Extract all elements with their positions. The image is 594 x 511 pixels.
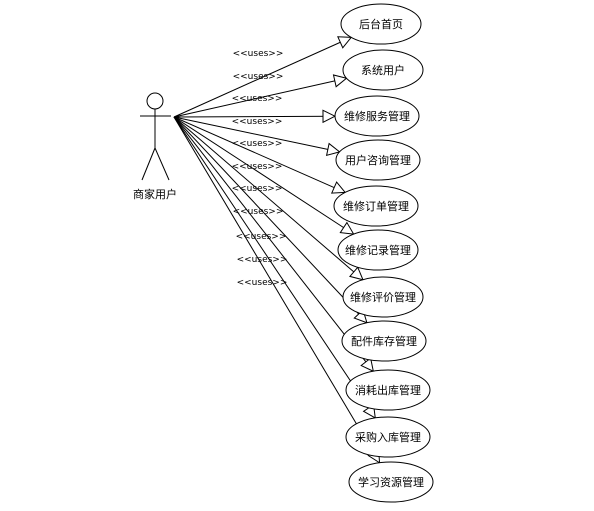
arrowhead bbox=[349, 266, 364, 281]
actor-label: 商家用户 bbox=[133, 187, 177, 201]
association-line bbox=[173, 116, 340, 153]
use-case-label: 采购入库管理 bbox=[355, 430, 421, 444]
use-case-ellipse bbox=[334, 95, 420, 137]
use-case-label: 维修订单管理 bbox=[343, 199, 409, 213]
association-line bbox=[173, 116, 354, 235]
use-case-label: 维修评价管理 bbox=[350, 290, 416, 304]
uses-label: <<uses>> bbox=[232, 184, 283, 194]
use-case-label: 维修记录管理 bbox=[345, 243, 411, 257]
uses-label: <<uses>> bbox=[232, 139, 283, 149]
uses-label: <<uses>> bbox=[232, 94, 283, 104]
uses-label: <<uses>> bbox=[237, 278, 288, 288]
association-line bbox=[173, 116, 364, 281]
use-case-label: 后台首页 bbox=[359, 17, 403, 31]
association-line bbox=[173, 116, 380, 464]
use-case-ellipses: 后台首页系统用户维修服务管理用户咨询管理维修订单管理维修记录管理维修评价管理配件… bbox=[333, 3, 434, 503]
association-line bbox=[173, 116, 346, 193]
use-case-label: 维修服务管理 bbox=[344, 109, 410, 123]
arrowhead bbox=[360, 357, 375, 373]
arrowhead bbox=[337, 36, 353, 49]
association-line bbox=[173, 115, 336, 118]
uses-label: <<uses>> bbox=[233, 72, 284, 82]
association-line bbox=[173, 36, 352, 118]
use-case-label: 学习资源管理 bbox=[358, 475, 424, 489]
arrowhead bbox=[330, 181, 347, 194]
use-case-ellipse bbox=[333, 185, 419, 227]
uses-label: <<uses>> bbox=[232, 162, 283, 172]
actor-head bbox=[146, 92, 164, 110]
use-case-label: 用户咨询管理 bbox=[345, 153, 411, 167]
association-lines bbox=[173, 36, 381, 464]
use-case-label: 系统用户 bbox=[361, 63, 405, 77]
actor-left-leg bbox=[141, 147, 156, 181]
use-case-ellipse bbox=[345, 416, 431, 458]
use-case-label: 消耗出库管理 bbox=[355, 383, 421, 397]
use-case-ellipse bbox=[335, 139, 421, 181]
use-case-ellipse bbox=[342, 276, 424, 318]
use-case-ellipse bbox=[340, 3, 422, 45]
actor-figure: 商家用户 bbox=[133, 92, 177, 201]
uses-label: <<uses>> bbox=[232, 117, 283, 127]
uses-label: <<uses>> bbox=[233, 207, 284, 217]
uses-labels: <<uses>> <<uses>> <<uses>> <<uses>> <<uses>>… bbox=[232, 49, 288, 288]
use-case-ellipse bbox=[345, 369, 431, 411]
uses-label: <<uses>> bbox=[236, 232, 287, 242]
association-line bbox=[173, 116, 368, 324]
arrowhead bbox=[322, 109, 337, 124]
use-case-ellipse bbox=[342, 49, 424, 91]
arrowhead bbox=[325, 142, 341, 156]
association-line bbox=[173, 116, 374, 372]
uses-label: <<uses>> bbox=[233, 49, 284, 59]
association-line bbox=[173, 77, 347, 118]
uses-label: <<uses>> bbox=[237, 255, 288, 265]
use-case-ellipse bbox=[341, 320, 427, 362]
actor-right-leg bbox=[154, 147, 170, 181]
association-line bbox=[173, 116, 376, 419]
arrowhead bbox=[332, 74, 348, 88]
arrowhead bbox=[339, 221, 355, 235]
use-case-ellipse bbox=[337, 229, 419, 271]
use-case-ellipse bbox=[348, 461, 434, 503]
use-case-label: 配件库存管理 bbox=[351, 334, 417, 348]
